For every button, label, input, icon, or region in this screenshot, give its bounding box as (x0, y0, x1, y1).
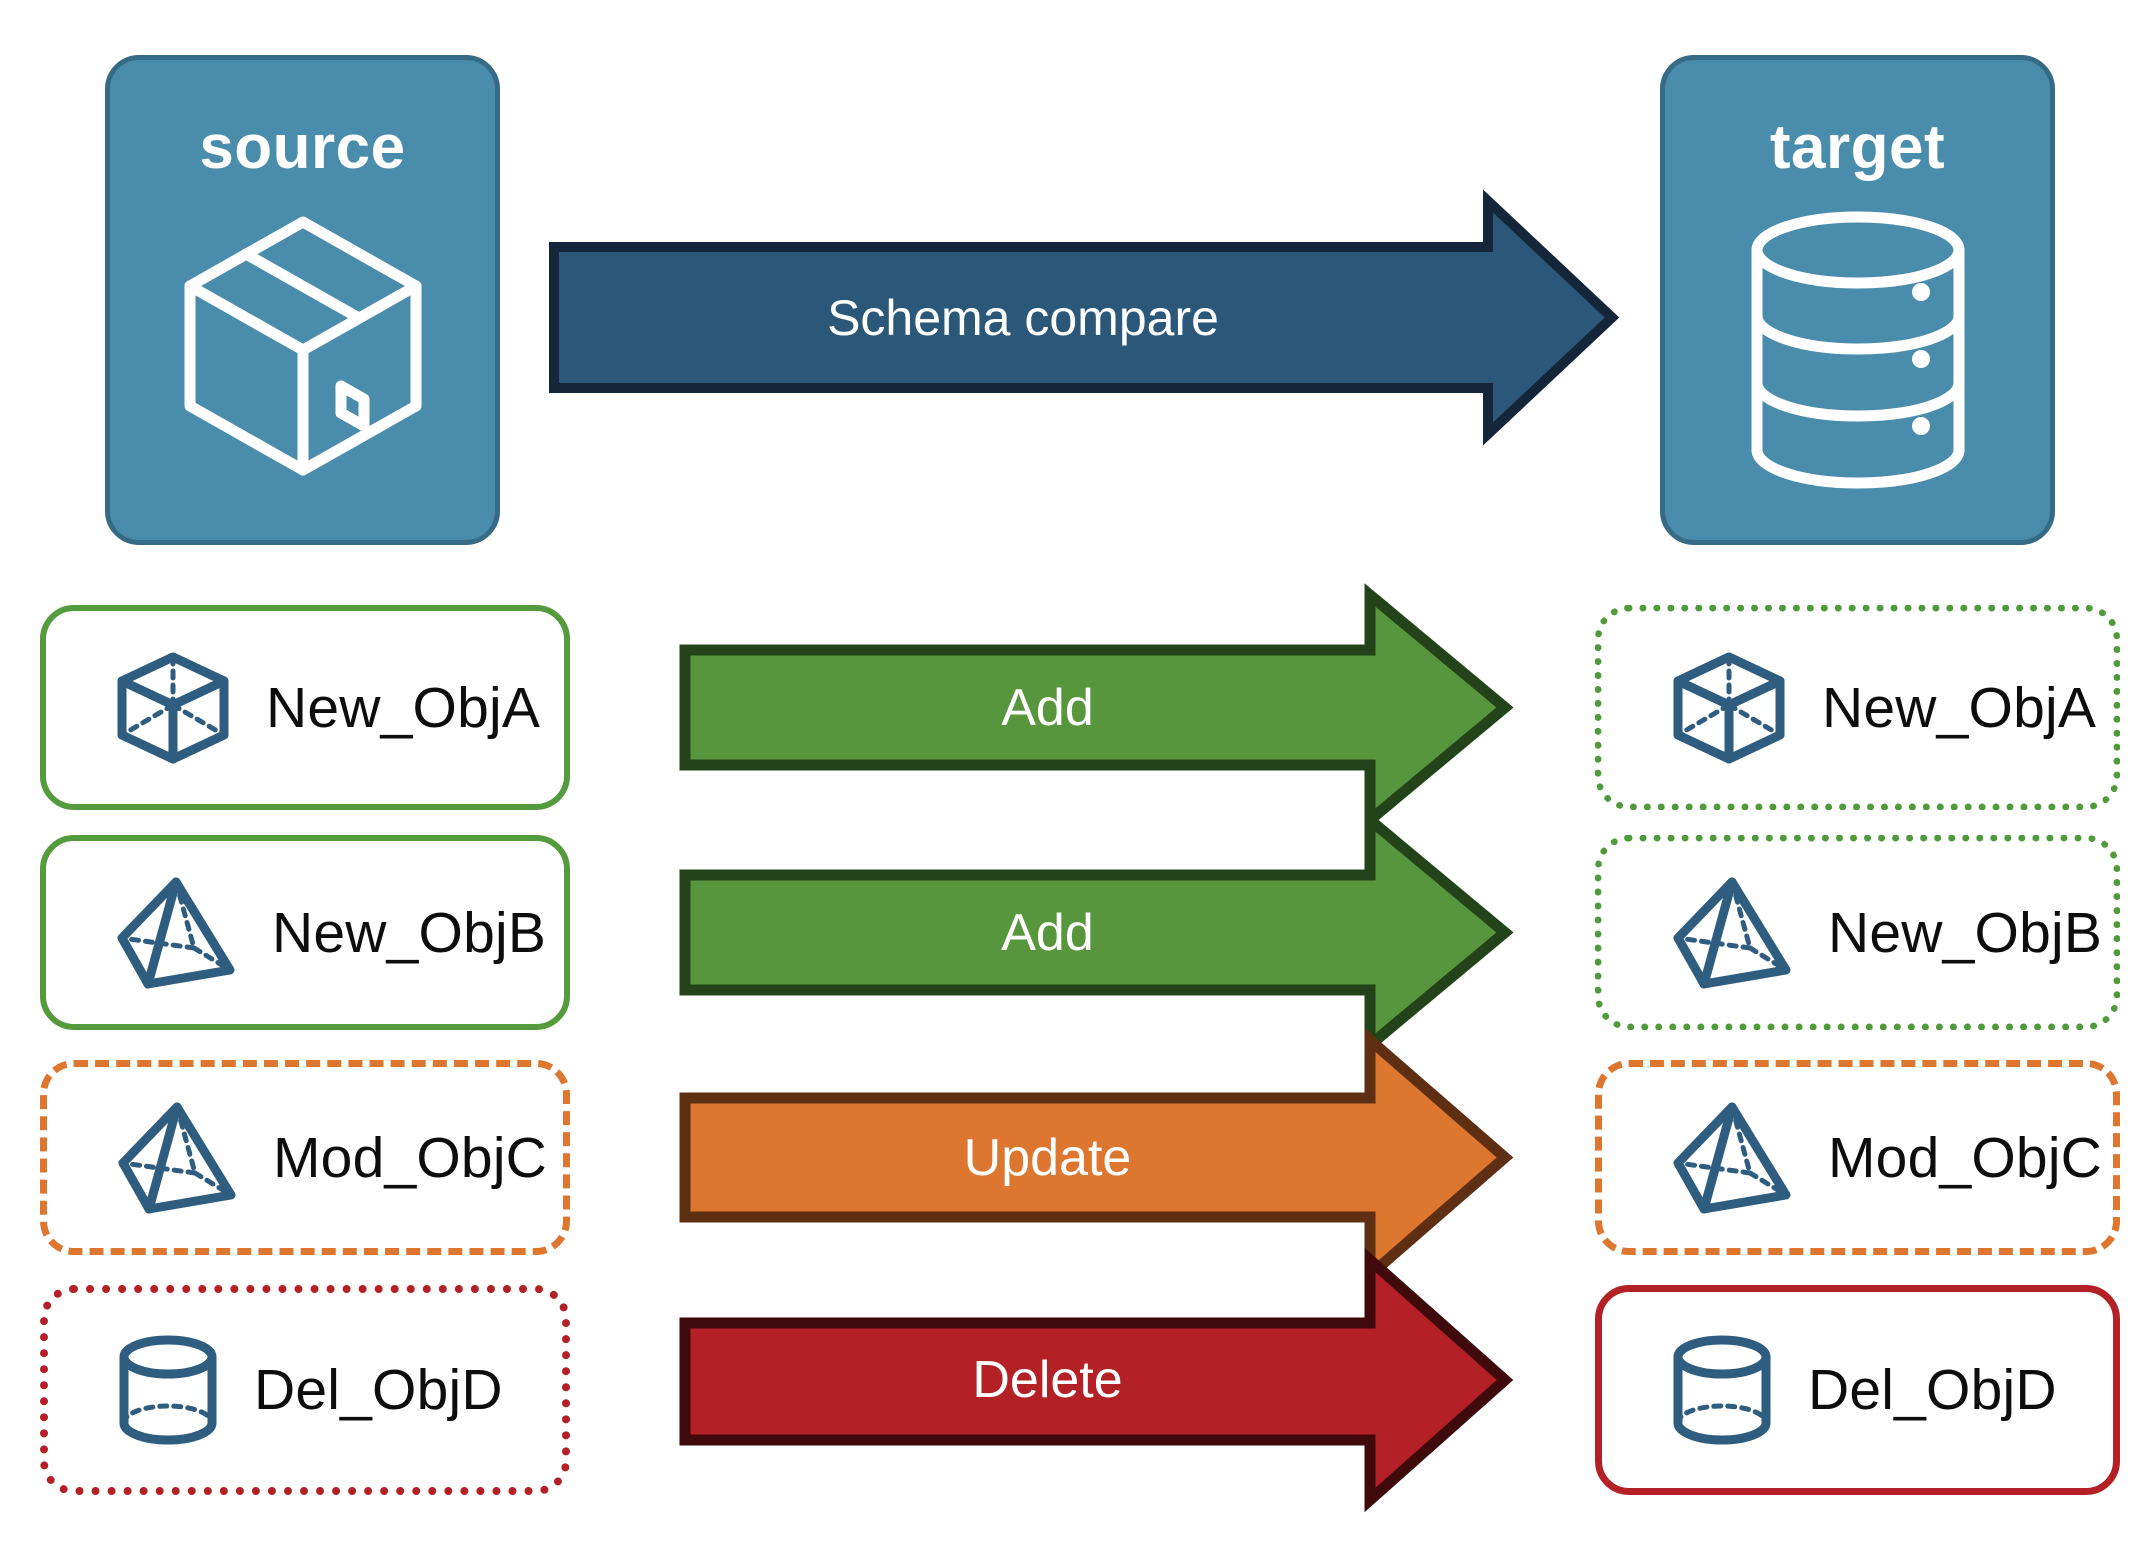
source-panel: source (105, 55, 500, 545)
wireframe-pyramid-icon (114, 874, 238, 992)
source-object-label: New_ObjA (266, 675, 541, 740)
compare-row: Del_ObjD Delete Del_ObjD (0, 1247, 2150, 1513)
wireframe-cube-icon (114, 649, 232, 767)
target-object-label: New_ObjA (1822, 675, 2097, 740)
action-arrow-label: Add (1001, 678, 1094, 737)
action-arrow-label: Update (963, 1128, 1132, 1187)
wireframe-pyramid-icon (1670, 1099, 1794, 1217)
schema-compare-arrow-label: Schema compare (827, 289, 1219, 346)
action-arrow: Add (679, 583, 1514, 832)
target-object-card[interactable]: New_ObjB (1595, 835, 2120, 1030)
compare-row: Mod_ObjC Update (0, 1027, 2150, 1288)
target-object-card[interactable]: Del_ObjD (1595, 1285, 2120, 1495)
source-object-card[interactable]: Del_ObjD (40, 1285, 570, 1495)
compare-row: New_ObjA Add (0, 583, 2150, 832)
target-object-label: Del_ObjD (1808, 1358, 2057, 1422)
source-object-label: Del_ObjD (254, 1358, 503, 1422)
wireframe-cylinder-icon (116, 1331, 220, 1449)
target-object-label: Mod_ObjC (1828, 1125, 2103, 1190)
target-panel: target (1660, 55, 2055, 545)
wireframe-cylinder-icon (1670, 1331, 1774, 1449)
wireframe-cube-icon (1670, 649, 1788, 767)
source-object-label: Mod_ObjC (273, 1125, 548, 1190)
target-object-card[interactable]: Mod_ObjC (1595, 1060, 2120, 1255)
target-object-label: New_ObjB (1828, 900, 2103, 965)
source-object-label: New_ObjB (272, 900, 547, 965)
action-arrow-label: Add (1001, 903, 1094, 962)
wireframe-pyramid-icon (115, 1099, 239, 1217)
action-arrow: Add (679, 808, 1514, 1057)
source-object-card[interactable]: New_ObjA (40, 605, 570, 810)
action-arrow-label: Delete (972, 1351, 1123, 1409)
source-object-card[interactable]: Mod_ObjC (40, 1060, 570, 1255)
source-object-card[interactable]: New_ObjB (40, 835, 570, 1030)
wireframe-pyramid-icon (1670, 874, 1794, 992)
source-panel-title: source (199, 113, 406, 182)
action-arrow: Update (679, 1027, 1514, 1288)
action-arrow: Delete (679, 1247, 1514, 1513)
database-cylinder-icon (1743, 210, 1973, 490)
target-object-card[interactable]: New_ObjA (1595, 605, 2120, 810)
compare-row: New_ObjB Add (0, 808, 2150, 1057)
target-panel-title: target (1769, 113, 1946, 182)
package-box-icon (178, 210, 428, 480)
schema-compare-arrow: Schema compare (548, 189, 1620, 446)
